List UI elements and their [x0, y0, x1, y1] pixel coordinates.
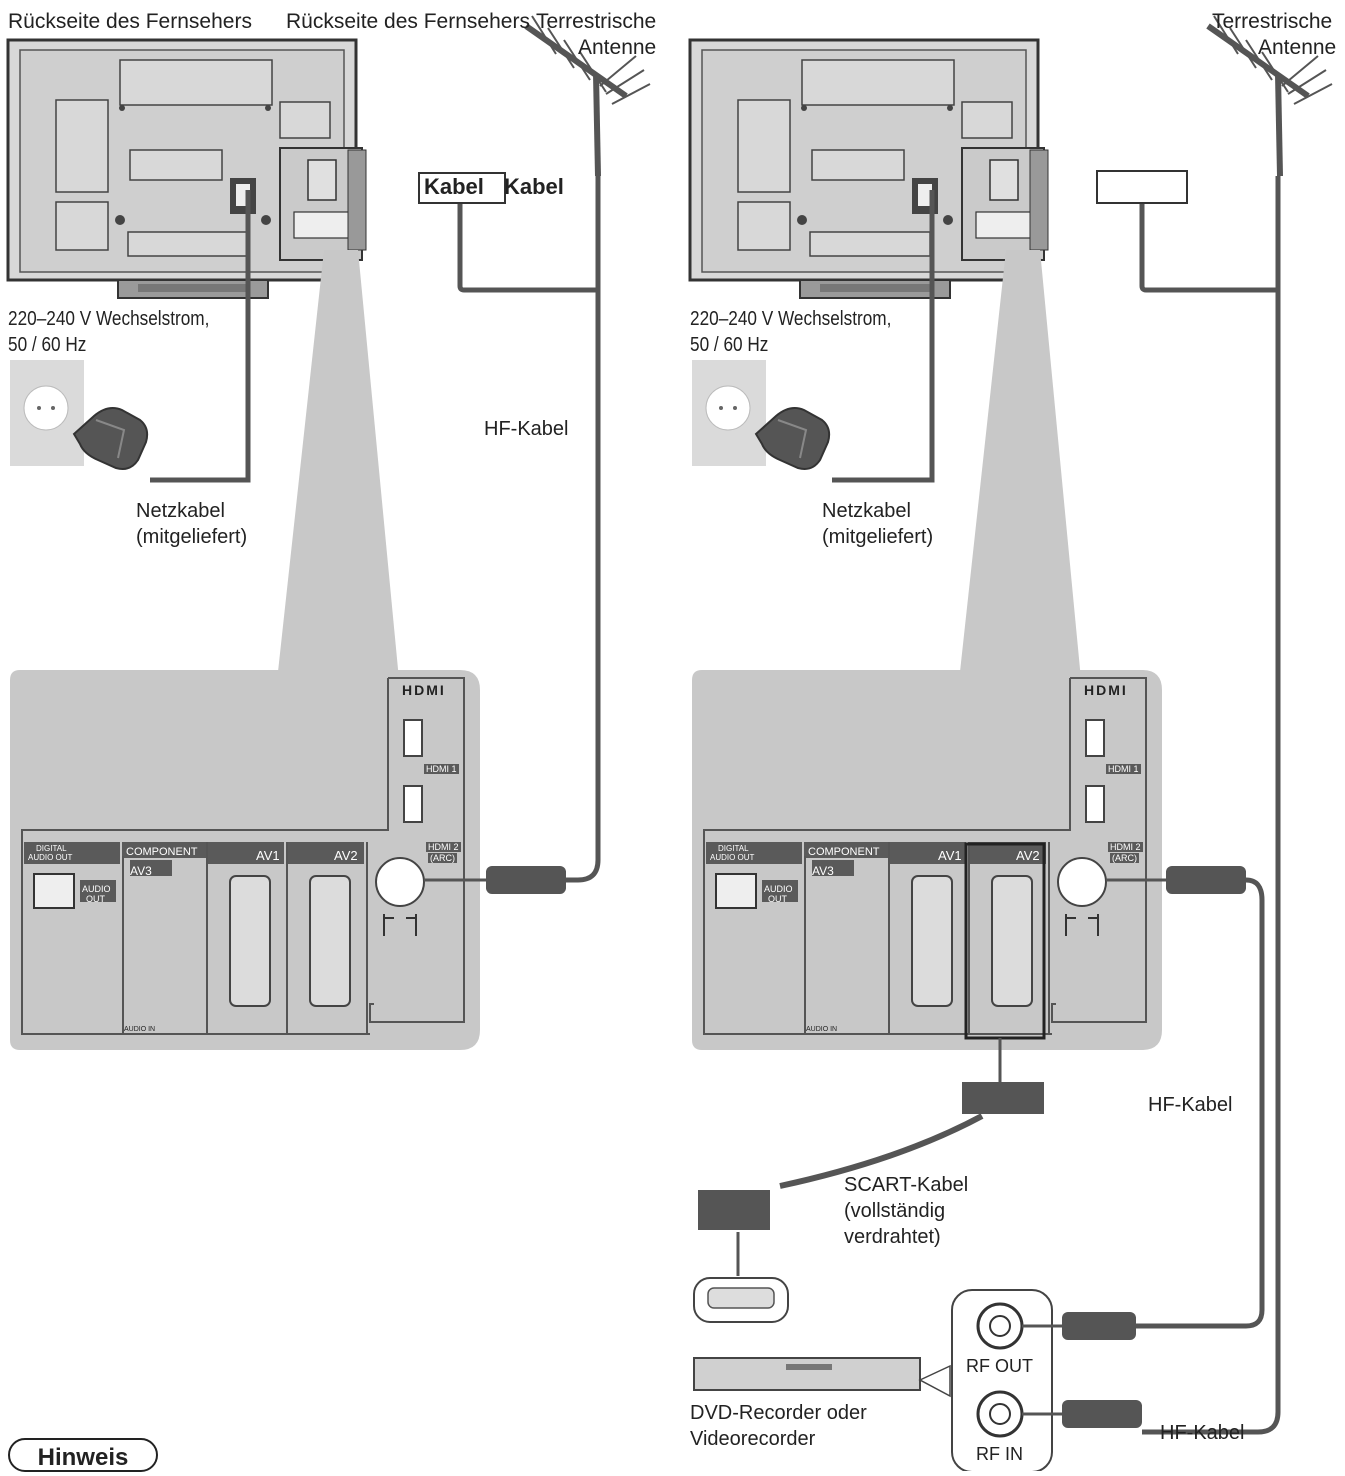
antenna-label-right-line2: Antenne	[1258, 36, 1337, 59]
rf-cable-right-main	[1142, 176, 1281, 1435]
cable-box-right-frame	[1096, 170, 1188, 204]
antenna-label-left-line2: Antenne	[578, 36, 657, 59]
rf-cable-label-right-lower: HF-Kabel	[1160, 1422, 1245, 1444]
rf-cable-label-right-upper: HF-Kabel	[1148, 1094, 1233, 1116]
power-label-left-line1: 220–240 V Wechselstrom,	[8, 308, 210, 330]
rf-plug-right	[1166, 866, 1246, 894]
cable-box-right-label: Kabel	[504, 174, 564, 199]
rf-in-label: RF IN	[976, 1444, 1023, 1464]
cable-line-left	[457, 200, 598, 293]
scart-cable	[779, 1113, 984, 1189]
wall-outlet-right	[691, 359, 831, 470]
av1-label-right: AV1	[938, 848, 962, 863]
digital-audio-out-label-left: DIGITAL	[36, 844, 67, 853]
av1-label-left: AV1	[256, 848, 280, 863]
zoom-beam-right	[958, 250, 1082, 690]
power-label-left-line2: 50 / 60 Hz	[8, 334, 87, 356]
av3-label-left: AV3	[130, 864, 152, 878]
rf-in-plug	[1062, 1400, 1142, 1428]
audio-out-label-left: AUDIO	[82, 884, 111, 894]
rf-cable-right-loop	[1136, 877, 1265, 1329]
digital-audio-out-label-right: DIGITAL	[718, 844, 749, 853]
connector-panel-left	[9, 669, 481, 1051]
scart-cable-label-line2: (vollständig	[844, 1200, 946, 1222]
hdmi2-label-left: HDMI 2	[426, 842, 461, 852]
hdmi1-label-right: HDMI 1	[1106, 764, 1141, 774]
audio-out-label-left-2: OUT	[86, 894, 105, 904]
digital-audio-out-label-left-2: AUDIO OUT	[28, 853, 73, 862]
component-label-right: COMPONENT	[808, 846, 880, 858]
rf-socket-callout	[951, 1289, 1053, 1471]
recorder-label-line1: DVD-Recorder oder	[690, 1402, 867, 1424]
av2-label-right: AV2	[1016, 848, 1040, 863]
hdmi2-arc-label-left: (ARC)	[428, 853, 457, 863]
hdmi2-label-right: HDMI 2	[1108, 842, 1143, 852]
audio-in-label-right: AUDIO IN	[806, 1026, 838, 1033]
scart-cable-label-line1: SCART-Kabel	[844, 1174, 969, 1196]
tv-back-label-left: Rückseite des Fernsehers	[8, 10, 252, 33]
tv-back-right	[688, 38, 1050, 300]
dvd-tray	[786, 1364, 832, 1370]
power-label-right-line2: 50 / 60 Hz	[690, 334, 769, 356]
rf-plug-left	[486, 866, 566, 894]
zoom-beam-left	[276, 250, 400, 690]
antenna-label-right-line1: Terrestrische	[1212, 10, 1333, 33]
dvd-recorder	[693, 1357, 921, 1391]
scart-plug-top	[962, 1082, 1044, 1114]
recorder-callout	[918, 1364, 951, 1398]
hdmi-logo-left: HDMI	[402, 682, 446, 698]
power-cable-left	[150, 190, 251, 483]
mains-cable-label-right-line2: (mitgeliefert)	[822, 526, 934, 548]
scart-pins-recorder	[707, 1287, 775, 1309]
scart-cable-label-line3: verdrahtet)	[844, 1226, 941, 1248]
audio-in-label-left: AUDIO IN	[124, 1026, 156, 1033]
rf-out-plug	[1062, 1312, 1136, 1340]
cable-line-right	[1139, 200, 1278, 293]
hinweis-label: Hinweis	[8, 1438, 158, 1472]
hdmi2-arc-label-right: (ARC)	[1110, 853, 1139, 863]
hdmi1-label-left: HDMI 1	[424, 764, 459, 774]
av3-label-right: AV3	[812, 864, 834, 878]
rf-cable-label-left: HF-Kabel	[484, 418, 569, 440]
rf-cable-left	[566, 176, 601, 883]
cable-box-left-frame	[418, 172, 506, 204]
mains-cable-label-right-line1: Netzkabel	[822, 500, 911, 522]
power-label-right-line1: 220–240 V Wechselstrom,	[690, 308, 892, 330]
digital-audio-out-label-right-2: AUDIO OUT	[710, 853, 755, 862]
scart-plug-bottom	[698, 1190, 770, 1230]
audio-out-label-right-2: OUT	[768, 894, 787, 904]
rf-out-label: RF OUT	[966, 1356, 1033, 1376]
component-label-left: COMPONENT	[126, 846, 198, 858]
cable-box-left-label: Kabel	[424, 174, 484, 199]
av2-highlight	[964, 842, 1046, 1040]
hdmi-logo-right: HDMI	[1084, 682, 1128, 698]
recorder-label-line2: Videorecorder	[690, 1428, 816, 1450]
mains-cable-label-left-line1: Netzkabel	[136, 500, 225, 522]
av2-label-left: AV2	[334, 848, 358, 863]
power-cable-right	[832, 190, 935, 483]
antenna-label-left-line1: Terrestrische	[536, 10, 657, 33]
tv-back-left	[6, 38, 368, 300]
mains-cable-label-left-line2: (mitgeliefert)	[136, 526, 248, 548]
wall-outlet-left	[9, 359, 149, 470]
audio-out-label-right: AUDIO	[764, 884, 793, 894]
connector-panel-right	[691, 669, 1163, 1051]
tv-back-label-right-header: Rückseite des Fernsehers	[286, 10, 530, 33]
